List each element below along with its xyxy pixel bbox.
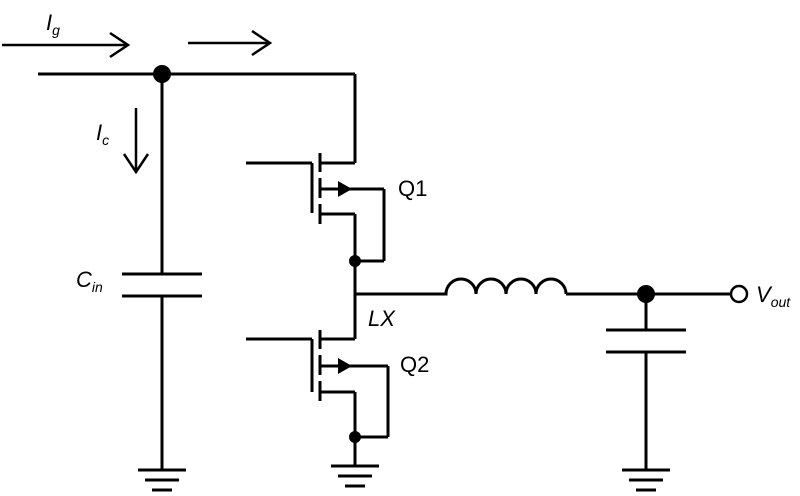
ig-arrow-right (188, 29, 273, 57)
inductor (425, 277, 568, 296)
vout-terminal (729, 284, 749, 304)
ground-symbol-cin (138, 468, 186, 492)
ic-arrow (122, 108, 150, 175)
cin-capacitor (122, 272, 202, 298)
ground-symbol-cout (622, 468, 670, 492)
ig-arrow (2, 31, 131, 59)
ic-label: Ic (96, 120, 109, 148)
ig-label: Ig (46, 10, 60, 38)
q2-mosfet (246, 330, 390, 439)
vout-label: Vout (756, 282, 791, 310)
ground-symbol-q2 (331, 464, 379, 488)
q1-mosfet (246, 153, 386, 263)
cout-capacitor (606, 328, 686, 354)
lx-label: LX (368, 306, 396, 331)
q1-label: Q1 (398, 176, 427, 201)
q2-label: Q2 (400, 352, 429, 377)
cin-label: Cin (76, 267, 103, 295)
